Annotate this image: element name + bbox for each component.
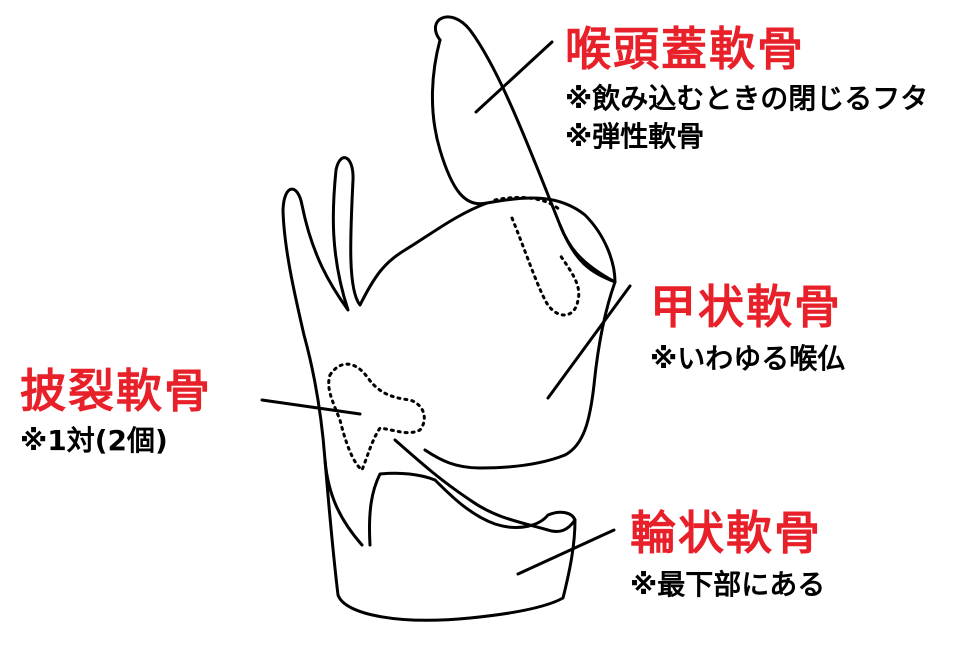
epiglottis-tail: [558, 223, 617, 284]
cricoid-inner-band: [393, 438, 577, 534]
epiglottis-hidden-edge: [493, 195, 581, 317]
cricoid-note-1: ※最下部にある: [630, 568, 826, 601]
epiglottis-leader: [474, 40, 554, 114]
arytenoid-leader: [260, 398, 362, 416]
arytenoid-note-1: ※1対(2個): [20, 424, 168, 457]
arytenoid-title: 披裂軟骨: [20, 364, 212, 418]
cricoid-leader: [516, 528, 616, 576]
epiglottis-note-1: ※飲み込むときの閉じるフタ: [565, 82, 929, 115]
epiglottis-note-2: ※弾性軟骨: [565, 119, 705, 153]
thyroid-leader: [546, 284, 632, 400]
arytenoid-label: 披裂軟骨 ※1対(2個): [20, 368, 212, 460]
thyroid-outline: [281, 156, 489, 547]
thyroid-note-1: ※いわゆる喉仏: [650, 342, 846, 375]
thyroid-title: 甲状軟骨: [650, 280, 842, 334]
cricoid-title: 輪状軟骨: [630, 506, 822, 560]
cricoid-outline: [323, 458, 577, 622]
epiglottis-outline: [433, 15, 617, 284]
arytenoid-outline: [327, 362, 426, 472]
epiglottis-lower-edge: [430, 38, 489, 206]
epiglottis-label: 喉頭蓋軟骨 ※飲み込むときの閉じるフタ ※弾性軟骨: [565, 26, 928, 156]
epiglottis-title: 喉頭蓋軟骨: [565, 22, 805, 76]
thyroid-label: 甲状軟骨 ※いわゆる喉仏: [650, 284, 845, 378]
cricoid-label: 輪状軟骨 ※最下部にある: [630, 510, 825, 604]
thyroid-front-edge: [423, 196, 617, 470]
